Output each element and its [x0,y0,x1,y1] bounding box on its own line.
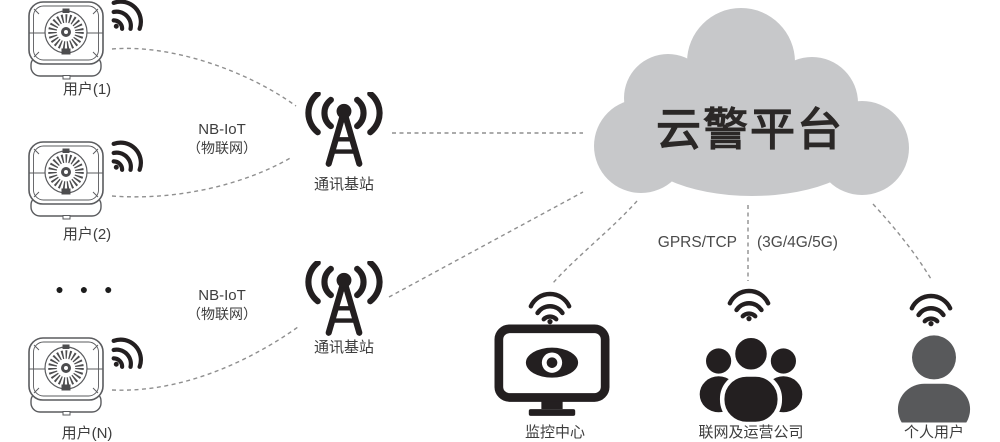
link-userN-bs2 [111,326,299,391]
antenna-tower-icon [302,261,386,338]
wifi-signal-icon [908,292,954,327]
monitor-center-label: 监控中心 [524,424,585,441]
link-cloud-person [872,203,932,280]
smoke-detector-icon [27,0,105,80]
smoke-detector-icon [27,140,105,220]
nb-iot-text: NB-IoT [198,121,246,138]
cloud-shape [594,8,909,196]
wifi-signal-icon [726,287,772,322]
cloud-platform-title: 云警平台 [655,104,844,155]
person-icon [890,331,978,423]
nb-iot-subtext: （物联网） [187,305,257,322]
link-cloud-monitor [552,200,638,284]
base-station2-label: 通讯基站 [313,339,374,356]
link-bs2-cloud [388,191,584,298]
user1-label: 用户(1) [62,81,112,98]
network-company-label: 联网及运营公司 [698,424,804,441]
user2-label: 用户(2) [62,226,112,243]
monitor-eye-icon [494,324,610,417]
link-user2-bs1 [111,156,293,198]
nb-iot-text: NB-IoT [198,287,246,304]
protocol-gprs-label: GPRS/TCP [657,234,737,251]
personal-user-label: 个人用户 [903,424,964,441]
people-group-icon [688,325,814,424]
protocol-3g4g5g-label: (3G/4G/5G) [757,234,838,251]
more-users-ellipsis: ● ● ● [55,281,119,297]
antenna-tower-icon [302,92,386,169]
smoke-detector-icon [27,336,105,416]
userN-label: 用户(N) [61,425,113,442]
nb-iot-subtext: （物联网） [187,139,257,156]
wifi-signal-icon [527,290,573,325]
nb-iot-label-top: NB-IoT （物联网） [157,121,287,157]
base-station1-label: 通讯基站 [313,176,374,193]
nb-iot-label-bottom: NB-IoT （物联网） [157,287,287,323]
link-user1-bs1 [111,47,297,107]
